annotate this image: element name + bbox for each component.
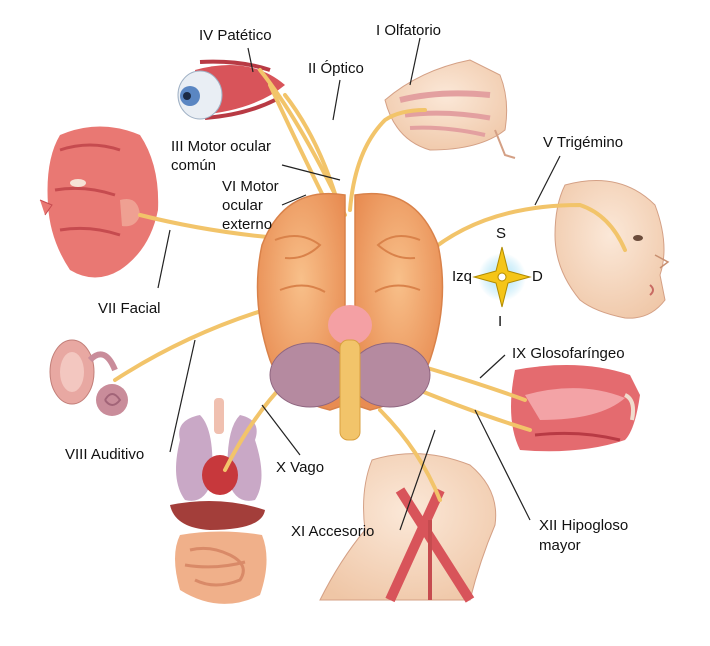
compass-label-izquierda: Izq [452, 268, 473, 285]
trigeminal-nerve-path [408, 202, 627, 272]
compass-label-inferior: I [498, 313, 503, 330]
label-leader-lines [157, 37, 561, 531]
label-motor-ocular-comun-line1: III Motor ocular [171, 138, 272, 155]
label-glosofaringeo: IX Glosofaríngeo [512, 345, 625, 362]
brain-illustration [256, 192, 444, 441]
label-vago: X Vago [276, 459, 325, 476]
label-auditivo: VIII Auditivo [65, 446, 145, 463]
ear-illustration [49, 339, 128, 416]
compass-label-superior: S [496, 225, 507, 242]
face-trigeminal-illustration [554, 180, 670, 319]
label-hipogloso-line1: XII Hipogloso [539, 517, 629, 534]
label-hipogloso-line2: mayor [539, 537, 581, 554]
nasal-cavity-illustration [384, 59, 516, 159]
eye-illustration [177, 59, 285, 120]
label-optico: II Óptico [308, 60, 364, 77]
accessory-nerve-path [378, 408, 442, 502]
orientation-compass [472, 246, 532, 308]
label-olfatorio: I Olfatorio [376, 22, 442, 39]
compass-label-derecha: D [532, 268, 543, 285]
label-accesorio: XI Accesorio [291, 523, 375, 540]
label-trigemino: V Trigémino [543, 134, 624, 151]
label-motor-ocular-externo-line2: ocular [222, 197, 263, 214]
label-motor-ocular-comun-line2: común [171, 157, 217, 174]
organs-illustration [170, 398, 267, 604]
label-motor-ocular-externo-line1: VI Motor [222, 178, 279, 195]
neck-illustration [319, 453, 497, 603]
olfactory-nerve-path [348, 108, 427, 212]
label-facial: VII Facial [98, 300, 161, 317]
label-motor-ocular-externo-line3: externo [222, 216, 273, 233]
face-muscles-illustration [39, 126, 159, 278]
mouth-tongue-illustration [511, 365, 640, 452]
label-patetico: IV Patético [199, 27, 272, 44]
